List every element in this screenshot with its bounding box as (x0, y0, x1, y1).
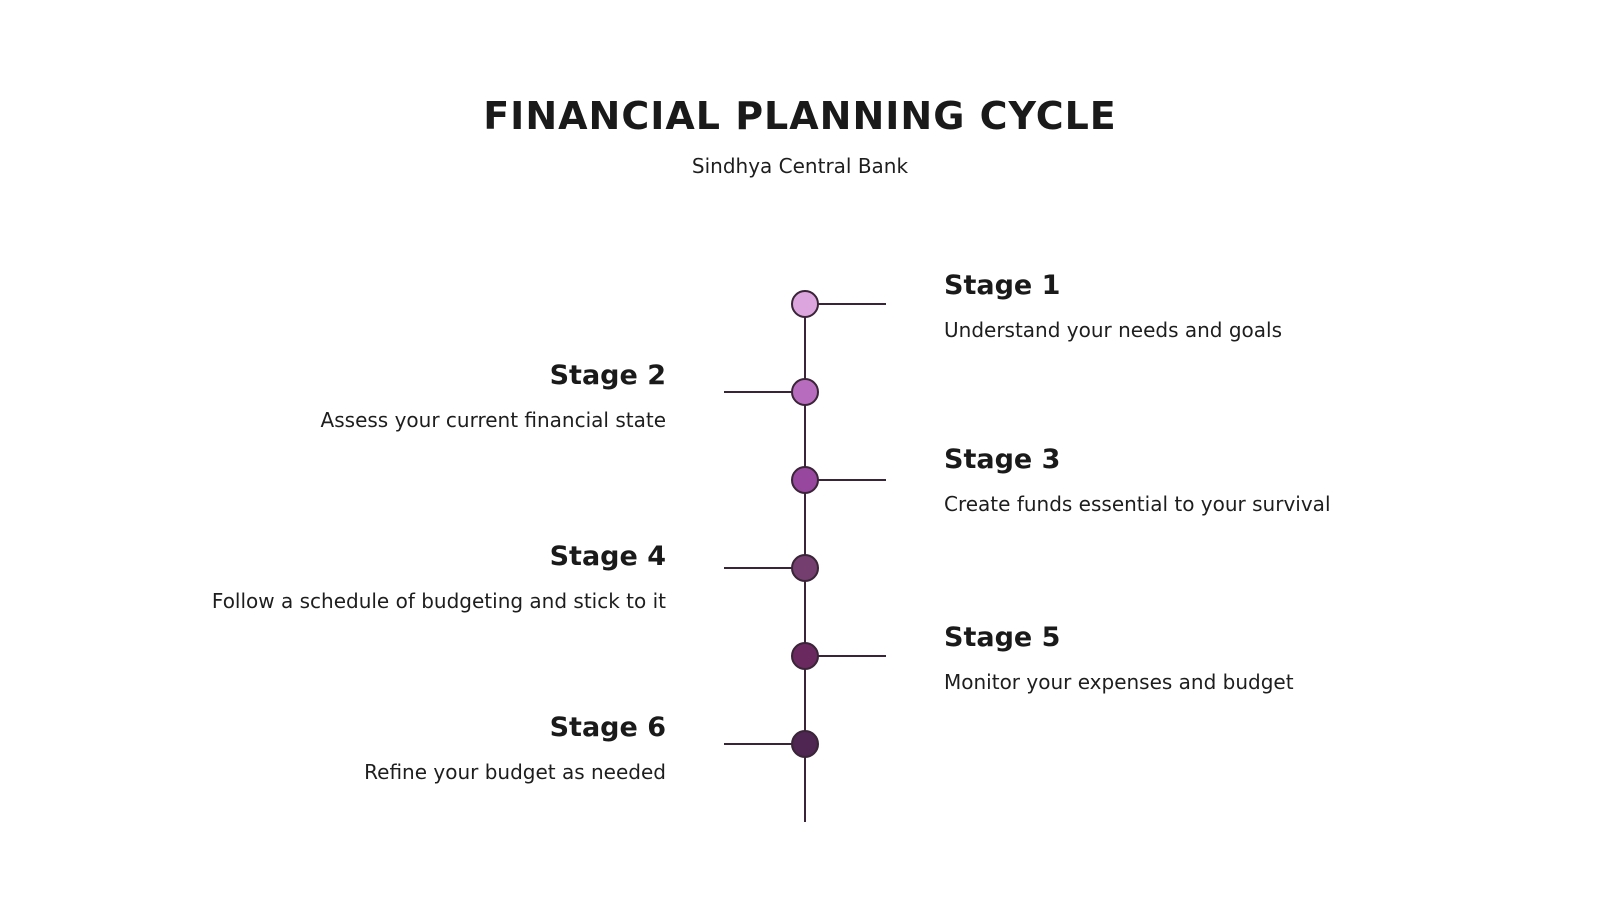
stage-4-node (791, 554, 819, 582)
stage-description: Refine your budget as needed (364, 760, 666, 784)
stage-6: Stage 6 Refine your budget as needed (146, 710, 666, 786)
stage-3: Stage 3 Create funds essential to your s… (944, 442, 1464, 518)
page-title: FINANCIAL PLANNING CYCLE (483, 94, 1117, 138)
stage-title: Stage 6 (549, 712, 666, 743)
stage-5-node (791, 642, 819, 670)
stage-5: Stage 5 Monitor your expenses and budget (944, 620, 1464, 696)
stage-2-node (791, 378, 819, 406)
stage-6-node (791, 730, 819, 758)
stage-description: Create funds essential to your survival (944, 492, 1331, 516)
stage-title: Stage 1 (944, 270, 1061, 301)
stage-title: Stage 3 (944, 444, 1061, 475)
stage-description: Assess your current financial state (320, 408, 666, 432)
stage-2: Stage 2 Assess your current financial st… (146, 358, 666, 434)
page-subtitle: Sindhya Central Bank (691, 154, 909, 178)
stage-3-node (791, 466, 819, 494)
stage-1-node (791, 290, 819, 318)
stage-1: Stage 1 Understand your needs and goals (944, 268, 1464, 344)
stage-description: Understand your needs and goals (944, 318, 1283, 342)
timeline-nodes (791, 290, 819, 758)
stage-title: Stage 2 (549, 360, 666, 391)
stage-description: Follow a schedule of budgeting and stick… (211, 589, 666, 613)
stage-description: Monitor your expenses and budget (944, 670, 1294, 694)
stage-4: Stage 4 Follow a schedule of budgeting a… (146, 539, 666, 615)
stage-title: Stage 4 (549, 541, 666, 572)
stage-title: Stage 5 (944, 622, 1061, 653)
